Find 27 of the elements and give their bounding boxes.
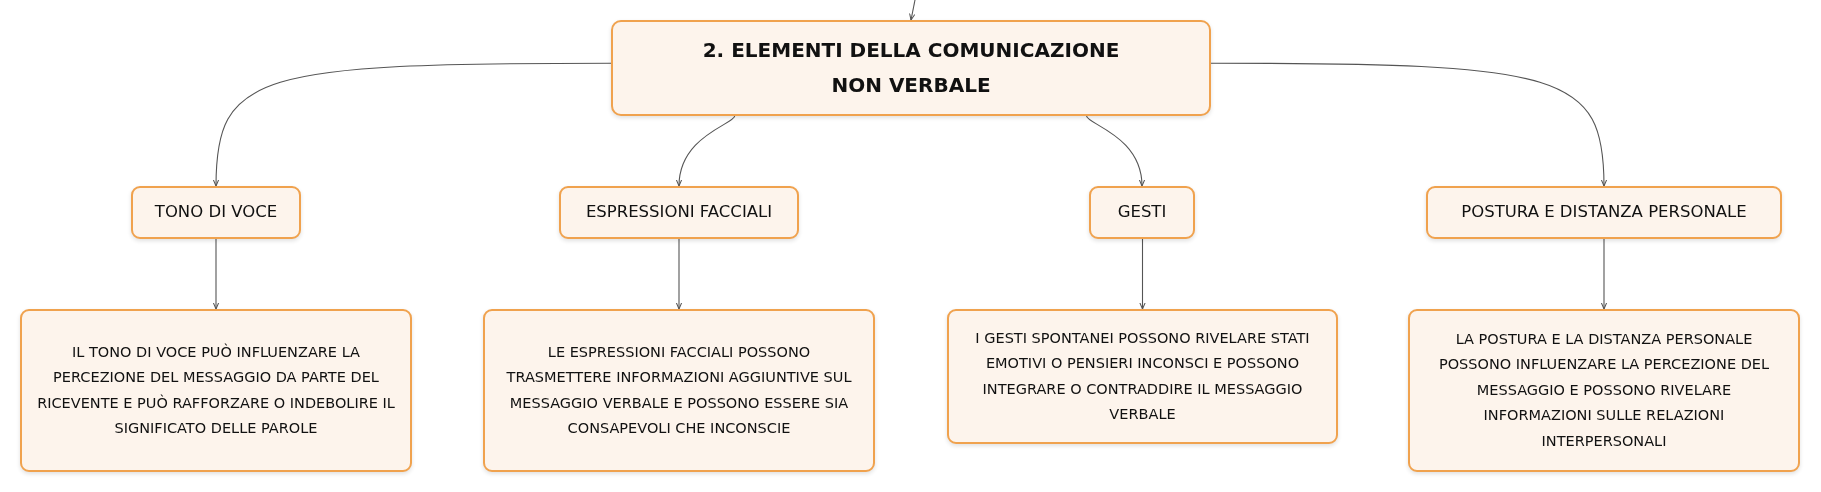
description-text: LE ESPRESSIONI FACCIALI POSSONO TRASMETTERE INFORMAZIONI AGGIUNTIVE SUL MESSAGGIO VERBALE E POSSONO ESSERE SIA CONSAPEVOLI CHE INCONSCIE	[505, 342, 853, 438]
description-box	[1408, 309, 1800, 472]
connector-arrow	[1210, 62, 1607, 187]
description-text: I GESTI SPONTANEI POSSONO RIVELARE STATI EMOTIVI O PENSIERI INCONSCI E POSSONO INTEGRARE O CONTRADDIRE IL MESSAGGIO VERBALE	[974, 328, 1311, 424]
topic-label: 2. ELEMENTI DELLA COMUNICAZIONE NON VERBALE	[701, 37, 1121, 99]
connector-arrow	[1600, 238, 1608, 310]
connector-arrow	[212, 238, 220, 310]
description-box	[20, 309, 412, 472]
description-text: IL TONO DI VOCE PUÒ INFLUENZARE LA PERCEZIONE DEL MESSAGGIO DA PARTE DEL RICEVENTE E PUÒ RAFFORZARE O INDEBOLIRE IL SIGNIFICATO DELLE PAROLE	[36, 342, 396, 438]
description-box	[483, 309, 875, 472]
connector-arrow	[213, 62, 612, 187]
topic-label: ESPRESSIONI FACCIALI	[585, 201, 773, 224]
connector-arrow	[1086, 115, 1145, 187]
topic-box	[559, 186, 799, 239]
connector-arrow	[1139, 238, 1146, 310]
topic-box	[1089, 186, 1195, 239]
connector-arrow	[676, 115, 736, 187]
description-text: LA POSTURA E LA DISTANZA PERSONALE POSSONO INFLUENZARE LA PERCEZIONE DEL MESSAGGIO E POSSONO RIVELARE INFORMAZIONI SULLE RELAZIONI INTERPERSONALI	[1437, 330, 1771, 451]
topic-box	[1426, 186, 1782, 239]
topic-box	[131, 186, 301, 239]
main-topic-box	[611, 20, 1211, 116]
connector-arrow	[675, 238, 683, 310]
description-box	[947, 309, 1338, 444]
topic-label: TONO DI VOCE	[154, 201, 278, 224]
topic-label: GESTI	[1117, 201, 1167, 224]
connector-arrow	[909, 0, 916, 21]
topic-label: POSTURA E DISTANZA PERSONALE	[1461, 201, 1747, 224]
